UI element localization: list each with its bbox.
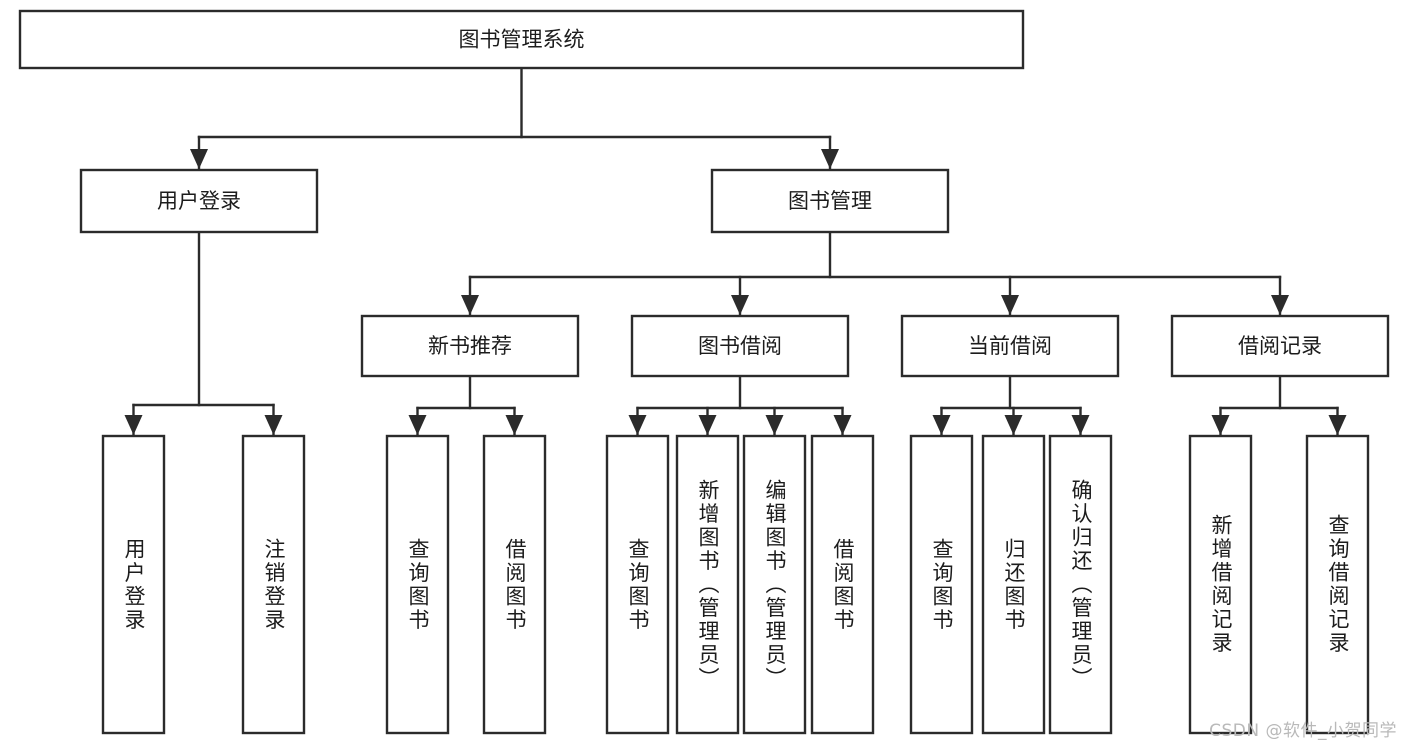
node-box-leaf-12[interactable] (1305, 434, 1370, 735)
node-box-leaf-4[interactable] (605, 434, 670, 735)
arrow-head-icon (408, 415, 427, 435)
node-box-level3-0[interactable] (360, 314, 580, 378)
node-label-level3-0: 新书推荐 (428, 334, 512, 358)
arrow-head-icon (833, 415, 852, 435)
arrow-head-icon (1328, 415, 1347, 435)
node-box-leaf-0[interactable] (101, 434, 166, 735)
node-box-leaf-9[interactable] (981, 434, 1046, 735)
node-box-root[interactable] (18, 9, 1025, 70)
node-label-level2-1: 图书管理 (788, 189, 872, 213)
arrow-head-icon (190, 149, 208, 169)
arrow-head-icon (628, 415, 647, 435)
arrow-head-icon (698, 415, 717, 435)
arrow-head-icon (821, 149, 839, 169)
arrow-head-icon (505, 415, 524, 435)
node-box-leaf-11[interactable] (1188, 434, 1253, 735)
node-label-level3-2: 当前借阅 (968, 334, 1052, 358)
arrow-head-icon (765, 415, 784, 435)
node-box-level2-0[interactable] (79, 168, 319, 234)
arrow-head-icon (1004, 415, 1023, 435)
arrow-head-icon (264, 415, 283, 435)
node-box-leaf-8[interactable] (909, 434, 974, 735)
box-layer (18, 9, 1390, 735)
watermark: CSDN @软件_小贺同学 (1209, 721, 1397, 741)
node-box-level3-2[interactable] (900, 314, 1120, 378)
node-box-level3-1[interactable] (630, 314, 850, 378)
node-box-leaf-2[interactable] (385, 434, 450, 735)
node-box-leaf-1[interactable] (241, 434, 306, 735)
arrow-head-icon (932, 415, 951, 435)
arrow-head-icon (124, 415, 143, 435)
arrow-head-icon (461, 295, 479, 315)
connector-layer (124, 66, 1347, 436)
node-box-leaf-5[interactable] (675, 434, 740, 735)
node-box-level3-3[interactable] (1170, 314, 1390, 378)
node-label-level2-0: 用户登录 (157, 189, 241, 213)
arrow-head-icon (1271, 295, 1289, 315)
arrow-head-icon (731, 295, 749, 315)
node-label-level3-3: 借阅记录 (1238, 334, 1322, 358)
node-box-leaf-3[interactable] (482, 434, 547, 735)
node-box-leaf-10[interactable] (1048, 434, 1113, 735)
node-box-leaf-6[interactable] (742, 434, 807, 735)
node-box-leaf-7[interactable] (810, 434, 875, 735)
node-box-level2-1[interactable] (710, 168, 950, 234)
node-label-level3-1: 图书借阅 (698, 334, 782, 358)
arrow-head-icon (1071, 415, 1090, 435)
arrow-head-icon (1001, 295, 1019, 315)
node-label-root: 图书管理系统 (459, 28, 585, 52)
arrow-head-icon (1211, 415, 1230, 435)
